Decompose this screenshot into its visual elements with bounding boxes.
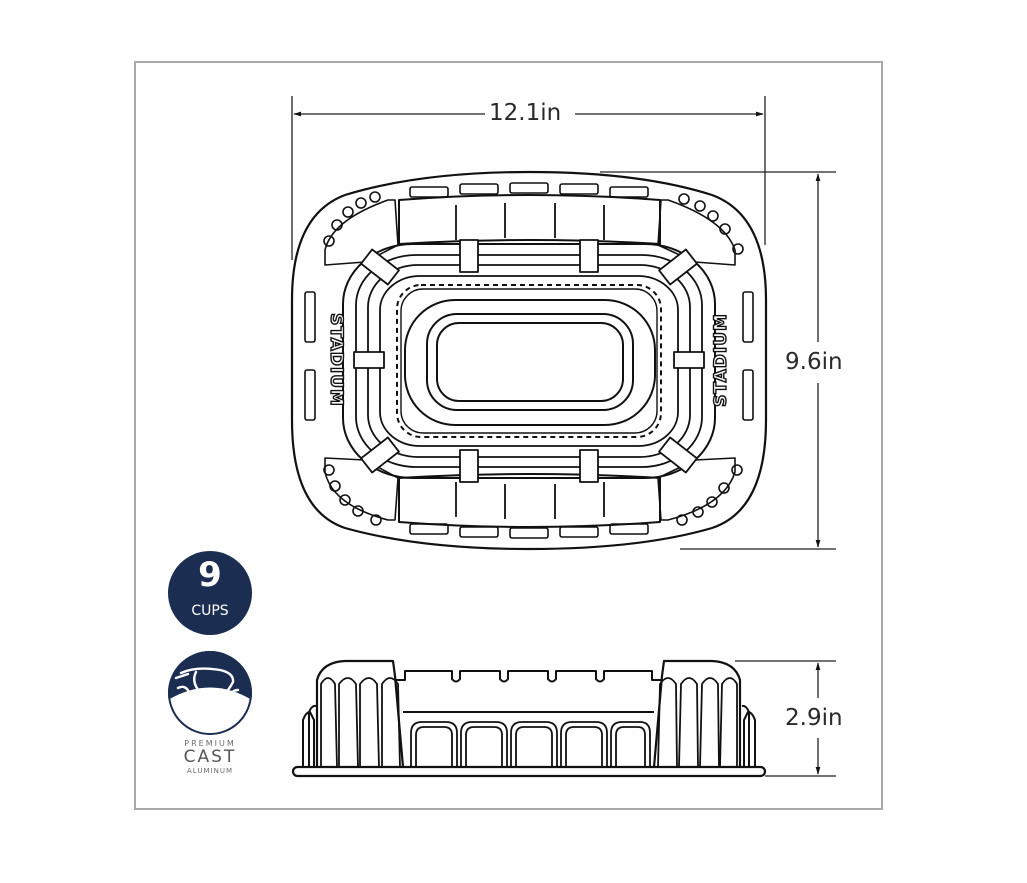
material-line-premium: PREMIUM (184, 739, 236, 748)
diagram-frame (134, 61, 883, 810)
width-dimension (291, 96, 766, 260)
stadium-label-right: STADIUM (711, 313, 731, 407)
height-dimension (735, 660, 836, 777)
height-dimension-label: 2.9in (781, 707, 847, 730)
width-dimension-label: 12.1in (485, 102, 566, 125)
capacity-number: 9 (198, 555, 222, 595)
material-line-cast: CAST (183, 747, 237, 767)
side-view (291, 659, 767, 778)
depth-dimension (600, 171, 836, 550)
capacity-unit: CUPS (191, 603, 229, 619)
stadium-label-left: STADIUM (326, 313, 346, 407)
top-view (290, 170, 768, 551)
capacity-badge (168, 551, 252, 635)
cast-aluminum-icon (168, 651, 252, 747)
depth-dimension-label: 9.6in (781, 351, 847, 374)
material-line-aluminum: ALUMINUM (187, 767, 233, 775)
